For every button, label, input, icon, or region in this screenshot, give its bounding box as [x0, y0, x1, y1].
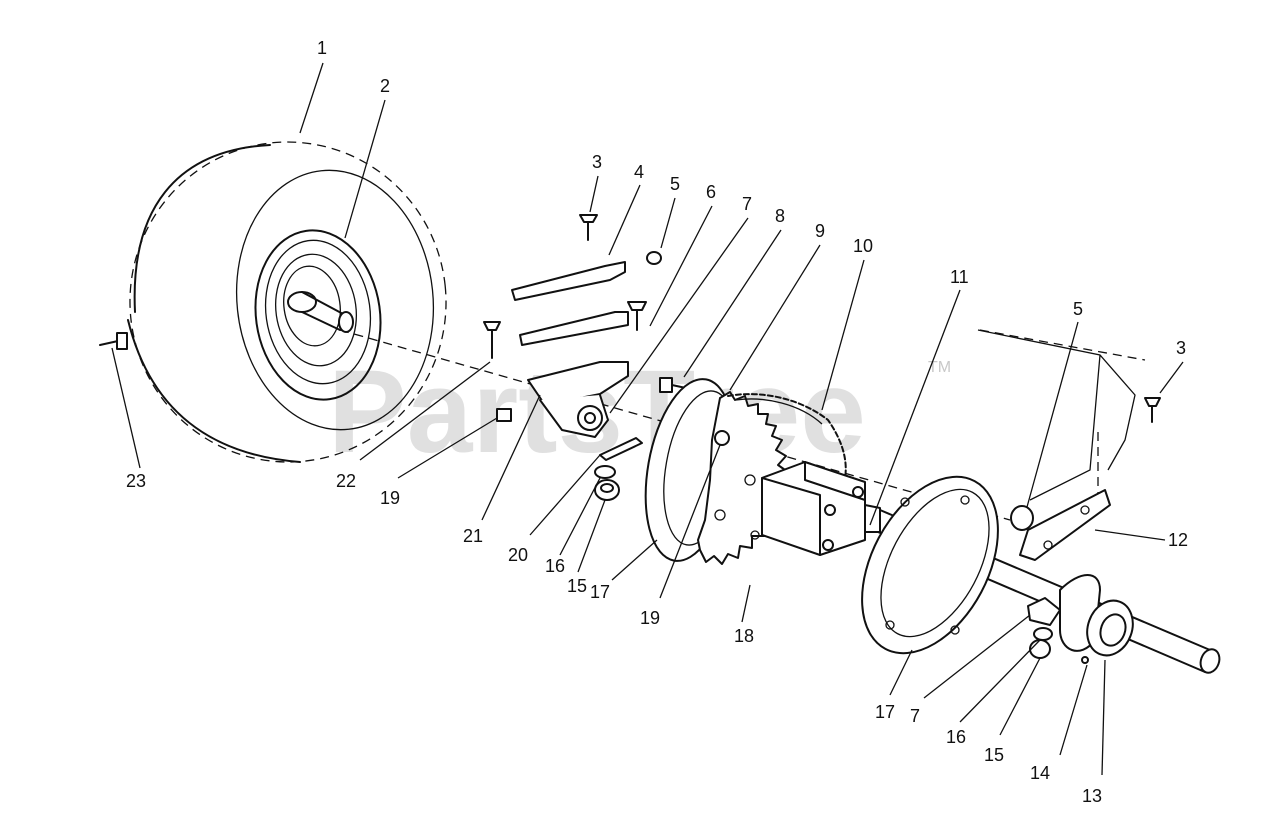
callout-7-right: 7	[910, 706, 920, 726]
callout-19-center: 19	[640, 608, 660, 628]
callout-2: 2	[380, 76, 390, 96]
callout-10: 10	[853, 236, 873, 256]
callout-18: 18	[734, 626, 754, 646]
callout-13: 13	[1082, 786, 1102, 806]
callout-16-left: 16	[545, 556, 565, 576]
callout-3-right: 3	[1176, 338, 1186, 358]
callout-5: 5	[670, 174, 680, 194]
callout-12: 12	[1168, 530, 1188, 550]
callout-15-left: 15	[567, 576, 587, 596]
callout-1: 1	[317, 38, 327, 58]
leader-lines	[111, 62, 1184, 776]
washer-nut-left	[594, 465, 620, 501]
nut-5-right	[1010, 505, 1034, 531]
bracket-plates	[511, 261, 629, 438]
callout-9: 9	[815, 221, 825, 241]
pin-20	[599, 437, 643, 461]
bearing-housing-right	[1027, 574, 1134, 664]
callout-23: 23	[126, 471, 146, 491]
callout-16-right: 16	[946, 727, 966, 747]
chain-10	[727, 393, 847, 479]
callout-6: 6	[706, 182, 716, 202]
callout-20: 20	[508, 545, 528, 565]
callout-8: 8	[775, 206, 785, 226]
callout-17-left: 17	[590, 582, 610, 602]
callout-4: 4	[634, 162, 644, 182]
flange-ring-17-right	[861, 475, 999, 655]
callout-22: 22	[336, 471, 356, 491]
callout-17-right: 17	[875, 702, 895, 722]
carriage-bolt-3-right	[1144, 397, 1161, 423]
callout-11: 11	[950, 267, 969, 287]
callout-21: 21	[463, 526, 483, 546]
callout-labels: 1 2 3 4 5 6 7 8 9 10 11 12 13 14 15 16 1…	[126, 38, 1188, 806]
bolt-6	[627, 301, 647, 331]
bolt-22	[483, 321, 501, 359]
gearbox-11	[761, 461, 881, 556]
callout-14: 14	[1030, 763, 1050, 783]
callout-3: 3	[592, 152, 602, 172]
carriage-bolt-3-left	[579, 214, 598, 241]
frame-bracket-12	[977, 329, 1136, 561]
screw-23	[99, 332, 128, 350]
callout-7: 7	[742, 194, 752, 214]
nut-19-left	[496, 408, 512, 422]
callout-19-left: 19	[380, 488, 400, 508]
watermark-trademark: TM	[928, 359, 951, 376]
callout-15-right: 15	[984, 745, 1004, 765]
nut-5-left	[646, 251, 662, 265]
callout-5-right: 5	[1073, 299, 1083, 319]
tire-wheel	[127, 141, 447, 463]
